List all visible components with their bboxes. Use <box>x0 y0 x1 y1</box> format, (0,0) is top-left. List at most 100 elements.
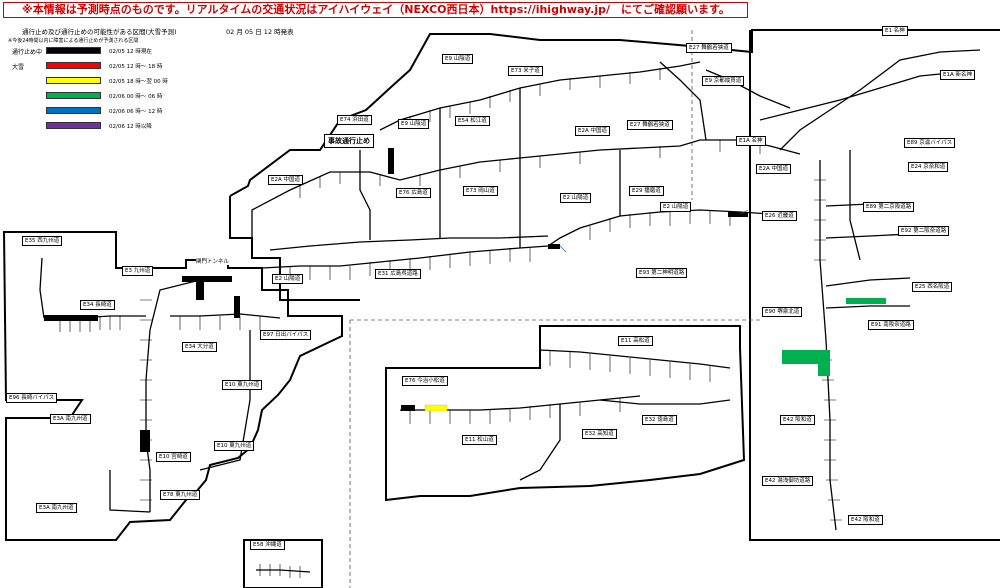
route-label-e73-yonago: E73 米子道 <box>508 66 543 76</box>
legend-snow-label: 大雪 <box>12 64 25 71</box>
legend-text: 02/06 00 時～ 06 時 <box>109 94 163 100</box>
legend-row-snow-5: 02/06 12 時以降 <box>6 119 152 134</box>
line-e1-meishin <box>779 49 981 151</box>
legend-swatch <box>46 122 101 129</box>
legend-row-snow-4: 02/06 06 時～ 12 時 <box>6 104 162 119</box>
legend-text: 02/05 18 時～翌 00 時 <box>109 79 168 85</box>
ticks-nagasaki <box>59 316 121 332</box>
route-label-e97: E97 日出バイパス <box>260 330 312 340</box>
bridge-setoohashi <box>559 245 567 253</box>
route-label-e34-nagasaki: E34 長崎道 <box>80 300 115 310</box>
bridge-markers <box>559 209 749 253</box>
kinki-east-outline <box>749 30 1000 541</box>
route-label-e2-east: E2 山陽道 <box>660 202 692 212</box>
line-e58 <box>256 569 311 573</box>
route-label-e32-kochi: E32 高知道 <box>582 429 617 439</box>
route-label-e11-matsuyama: E11 松山道 <box>462 435 497 445</box>
route-label-e2-west: E2 山陽道 <box>272 274 304 284</box>
line-e74 <box>359 150 371 240</box>
route-label-e3: E3 九州道 <box>122 266 154 276</box>
route-label-e2a-mid: E2A 中国道 <box>575 126 610 136</box>
route-label-e3a-north: E3A 南九州道 <box>50 414 91 424</box>
route-label-e74: E74 浜田道 <box>337 115 372 125</box>
legend-row-snow-1: 大雪 02/05 12 時～ 18 時 <box>6 59 162 74</box>
route-label-e31: E31 広島呉道路 <box>375 269 421 279</box>
okinawa-outline <box>243 539 323 588</box>
route-label-e9-kyoto: E9 京都縦貫道 <box>702 76 745 86</box>
route-label-e3a-south: E3A 南九州道 <box>36 503 77 513</box>
line-e35 <box>39 257 45 319</box>
line-e32-tokushima <box>599 399 731 405</box>
legend: 通行止め中 02/05 12 時現在 大雪 02/05 12 時～ 18 時 0… <box>6 44 168 134</box>
legend-swatch <box>46 107 101 114</box>
ticks-oita <box>179 316 261 330</box>
accident-closure-label: 事故通行止め <box>324 134 374 148</box>
line-e2a-chugoku <box>251 139 801 238</box>
route-label-e9-sanin-2: E9 山陰道 <box>398 119 430 129</box>
legend-swatch <box>46 47 101 54</box>
route-label-e24: E24 京奈和道 <box>908 162 949 172</box>
route-label-e35: E35 西九州道 <box>22 236 63 246</box>
closed-segment-e3-kokura <box>234 296 240 318</box>
route-label-e10-miyazaki: E10 宮崎道 <box>156 452 191 462</box>
route-label-e42-a: E42 阪和道 <box>780 415 815 425</box>
prediction-note: ※今後24時間以内に障害による通行止めが予測される区間 <box>8 38 139 44</box>
line-e3-kyushu <box>145 279 201 512</box>
route-label-e11-takamatsu: E11 高松道 <box>618 336 653 346</box>
route-label-e76: E76 広島道 <box>396 188 431 198</box>
legend-row-closed: 通行止め中 02/05 12 時現在 <box>6 44 152 59</box>
route-label-e90: E90 堺泉北道 <box>762 307 803 317</box>
legend-closed-label: 通行止め中 <box>12 49 43 56</box>
line-e1a-shinmeishin <box>759 71 961 121</box>
route-label-e93: E93 第二神明道路 <box>636 268 688 278</box>
ticks-e11 <box>549 350 711 382</box>
line-e26-kinki <box>819 160 827 341</box>
line-e91 <box>825 305 910 309</box>
route-label-e92: E92 第二阪奈道路 <box>898 226 950 236</box>
closed-segment-e74 <box>388 148 394 174</box>
route-label-e9-sanin-1: E9 山陰道 <box>442 54 474 64</box>
route-label-e29: E29 播磨道 <box>629 186 664 196</box>
closed-segment-e34 <box>44 315 98 321</box>
shikoku-outline <box>385 325 746 502</box>
closed-segment-e2-kobe <box>548 244 560 249</box>
route-label-e1: E1 名神 <box>882 26 908 36</box>
line-e2-sanyo <box>261 209 771 269</box>
chugoku-inner <box>229 196 360 301</box>
snow-segment-e42-green <box>782 350 830 364</box>
closed-segment-e76-imabari-black <box>401 405 415 411</box>
legend-row-snow-3: 02/06 00 時～ 06 時 <box>6 89 162 104</box>
route-label-e58: E58 沖縄道 <box>250 540 285 550</box>
line-e92 <box>825 233 911 239</box>
line-e34-oita <box>170 313 281 319</box>
route-label-e2a-west: E2A 中国道 <box>268 175 303 185</box>
kanmon-tunnel-label: 関門トンネル <box>196 257 229 265</box>
issue-time: 02 月 05 日 12 時発表 <box>226 28 294 36</box>
legend-swatch <box>46 62 101 69</box>
route-label-e76-imabari: E76 今治小松道 <box>402 376 448 386</box>
route-label-e27a: E27 舞鶴若狭道 <box>686 43 732 53</box>
route-label-e1a: E1A 新名神 <box>940 70 975 80</box>
route-label-e1a-meishin: E1A 名神 <box>736 136 766 146</box>
closed-segment-e10 <box>140 430 150 452</box>
snow-segment-e76-yellow <box>424 404 448 412</box>
disclaimer-banner: ※本情報は予測時点のものです。リアルタイムの交通状況はアイハイウェイ（NEXCO… <box>3 2 748 18</box>
closure-segments <box>44 148 886 452</box>
ticks-okinawa <box>259 564 301 578</box>
ticks-e9 <box>409 68 661 128</box>
route-label-e10-b: E10 東九州道 <box>214 441 255 451</box>
line-e25 <box>825 277 911 287</box>
legend-text: 02/05 12 時～ 18 時 <box>109 64 163 70</box>
line-e3a <box>109 470 151 513</box>
legend-swatch <box>46 77 101 84</box>
line-e24 <box>849 150 861 261</box>
route-label-e10-a: E10 東九州道 <box>222 380 263 390</box>
ticks-e11b <box>409 398 621 424</box>
legend-text: 02/06 12 時以降 <box>109 124 152 130</box>
route-label-e25: E25 西名阪道 <box>912 282 953 292</box>
legend-text: 02/06 06 時～ 12 時 <box>109 109 163 115</box>
route-label-e2-mid: E2 山陽道 <box>560 193 592 203</box>
route-label-e42-c: E42 阪和道 <box>848 515 883 525</box>
route-label-e32-tokushima: E32 徳島道 <box>642 415 677 425</box>
line-e27 <box>659 61 707 141</box>
